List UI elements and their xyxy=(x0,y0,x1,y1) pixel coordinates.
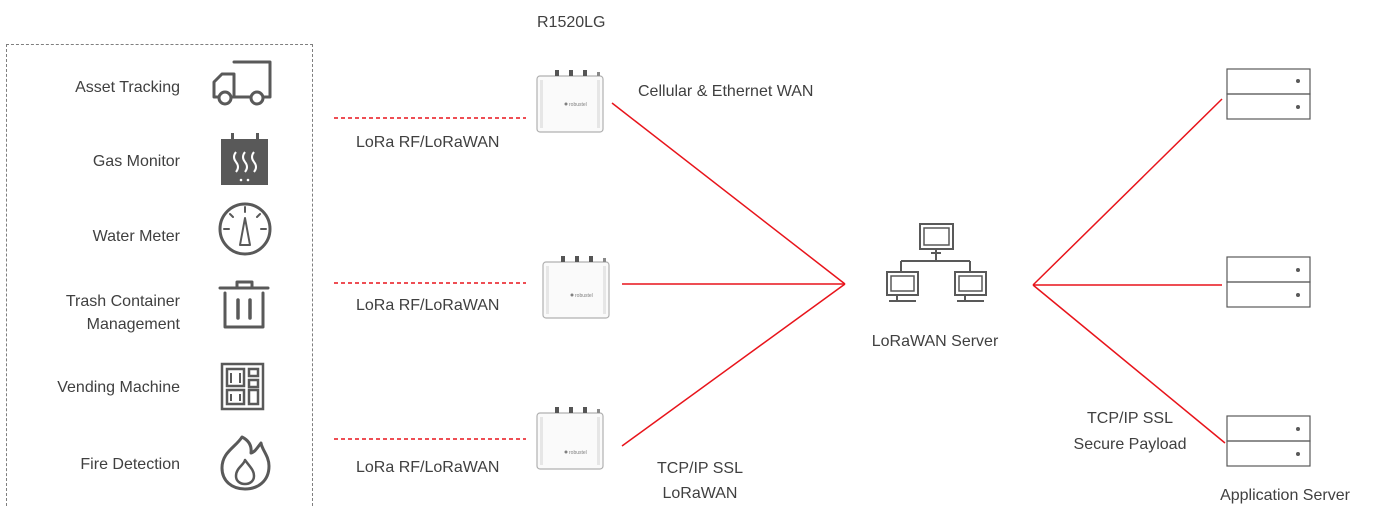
device-label-trash-container: Trash Container Management xyxy=(65,293,180,333)
router-model-title: R1520LG xyxy=(537,14,606,31)
gas-monitor-icon xyxy=(221,133,268,185)
flame-icon xyxy=(220,435,271,491)
device-label-gas-monitor: Gas Monitor xyxy=(92,153,180,170)
device-label-water-meter: Water Meter xyxy=(92,228,180,245)
tcp-secure-label-1: TCP/IP SSL xyxy=(1087,410,1173,427)
application-server-icon-1 xyxy=(1226,68,1311,120)
truck-icon xyxy=(212,60,272,106)
wan-link-1 xyxy=(611,102,846,285)
router-brand-3: robustel xyxy=(569,450,587,456)
wan-label: Cellular & Ethernet WAN xyxy=(638,83,814,100)
lorawan-server-icon xyxy=(886,223,987,302)
router-brand-1: robustel xyxy=(569,102,587,108)
device-label-asset-tracking: Asset Tracking xyxy=(75,79,180,96)
trash-bin-icon xyxy=(218,280,270,329)
lora-label-3: LoRa RF/LoRaWAN xyxy=(356,459,500,476)
meter-gauge-icon xyxy=(218,202,272,256)
device-label-fire-detection: Fire Detection xyxy=(80,456,180,473)
vending-machine-icon xyxy=(220,362,265,411)
application-server-label: Application Server xyxy=(1220,487,1350,504)
router-device-2: robustel xyxy=(542,256,610,319)
device-group-box xyxy=(6,44,313,506)
application-server-icon-2 xyxy=(1226,256,1311,308)
tcp-lorawan-label-2: LoRaWAN xyxy=(662,485,738,502)
app-link-3 xyxy=(1032,284,1226,444)
device-label-vending-machine: Vending Machine xyxy=(57,379,180,396)
tcp-lorawan-label-1: TCP/IP SSL xyxy=(657,460,743,477)
router-device-1: robustel xyxy=(536,70,604,133)
lorawan-server-label: LoRaWAN Server xyxy=(871,333,999,350)
router-device-3: robustel xyxy=(536,407,604,470)
wan-link-3 xyxy=(621,283,846,447)
router-brand-2: robustel xyxy=(575,293,593,299)
application-server-icon-3 xyxy=(1226,415,1311,467)
app-link-1 xyxy=(1032,98,1223,286)
lora-label-1: LoRa RF/LoRaWAN xyxy=(356,134,500,151)
tcp-secure-label-2: Secure Payload xyxy=(1073,436,1187,453)
lora-label-2: LoRa RF/LoRaWAN xyxy=(356,297,500,314)
